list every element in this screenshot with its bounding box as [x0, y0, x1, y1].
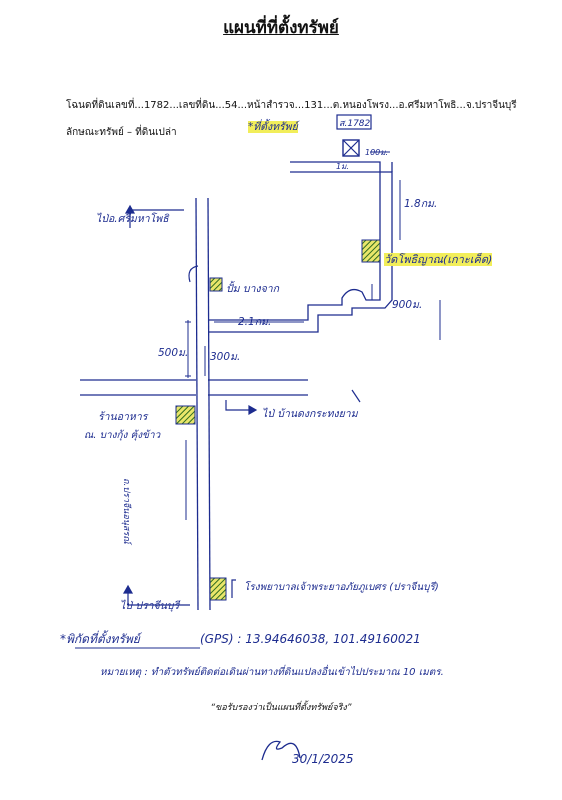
distance-1m-label: 1ม. [336, 162, 349, 171]
gps-label: *พิกัดที่ตั้งทรัพย์ [60, 632, 140, 646]
legend-property: *ที่ตั้งทรัพย์ [248, 121, 298, 133]
temple-marker [361, 239, 381, 263]
direction-arrows [122, 204, 361, 606]
branch-road [208, 161, 393, 333]
distance-900m-label: 900ม. [392, 299, 423, 311]
parcel-x-mark [342, 139, 360, 157]
road-to-srimahaphot: ไป่อ.ศรีมหาโพธิ [96, 213, 169, 225]
certification-text: “ขอรับรองว่าเป็นแผนที่ตั้งทรัพย์จริง” [210, 703, 352, 713]
restaurant-name-label: ณ. บางกุ้ง ฅุ้งข้าว [84, 430, 161, 441]
road-name-vertical: ถ.ปราจีนอนุสรณ์ [121, 478, 131, 544]
distance-1-8km-label: 1.8กม. [404, 198, 438, 210]
note-text: หมายเหตุ : ทำตัวทรัพย์ติดต่อเดินผ่านทางท… [100, 667, 444, 678]
gas-station-label: ปั้ม บางจาก [226, 283, 280, 295]
distance-500m-label: 500ม. [158, 347, 189, 359]
signature-date: 30/1/2025 [292, 752, 354, 766]
road-to-ban-kradong: ไป่ บ้านดงกระทงยาม [262, 408, 358, 420]
main-road [195, 197, 211, 611]
gps-value: (GPS) : 13.94646038, 101.49160021 [200, 632, 421, 646]
signature [261, 740, 301, 761]
page-title: แผนที่ที่ตั้งทรัพย์ [223, 18, 339, 38]
road-to-prachinburi: ไป่ ปราจีนบุรี [120, 600, 180, 612]
distance-2-1km-label: 2.1กม. [238, 316, 272, 328]
deed-info: โฉนดที่ดินเลขที่...1782...เลขที่ดิน...54… [66, 100, 517, 111]
restaurant-label: ร้านอาหาร [98, 411, 148, 423]
hospital-label: โรงพยาบาลเจ้าพระยาอภัยภูเบศร (ปราจีนบุรี… [244, 582, 439, 593]
distance-markers [185, 151, 441, 520]
distance-100m-label: 100ม. [365, 148, 389, 157]
distance-300m-label: 300ม. [210, 351, 241, 363]
hospital-marker [209, 577, 227, 601]
property-type: ลักษณะทรัพย์ – ที่ดินเปล่า [66, 127, 177, 138]
cross-road [80, 379, 308, 396]
gas-station-marker [209, 277, 223, 292]
parcel-label-box [336, 114, 372, 130]
parcel-label: ส.1782 [339, 119, 371, 129]
temple-label: วัดโพธิญาณ(เกาะเค็ด) [384, 253, 493, 266]
restaurant-marker [175, 405, 196, 425]
